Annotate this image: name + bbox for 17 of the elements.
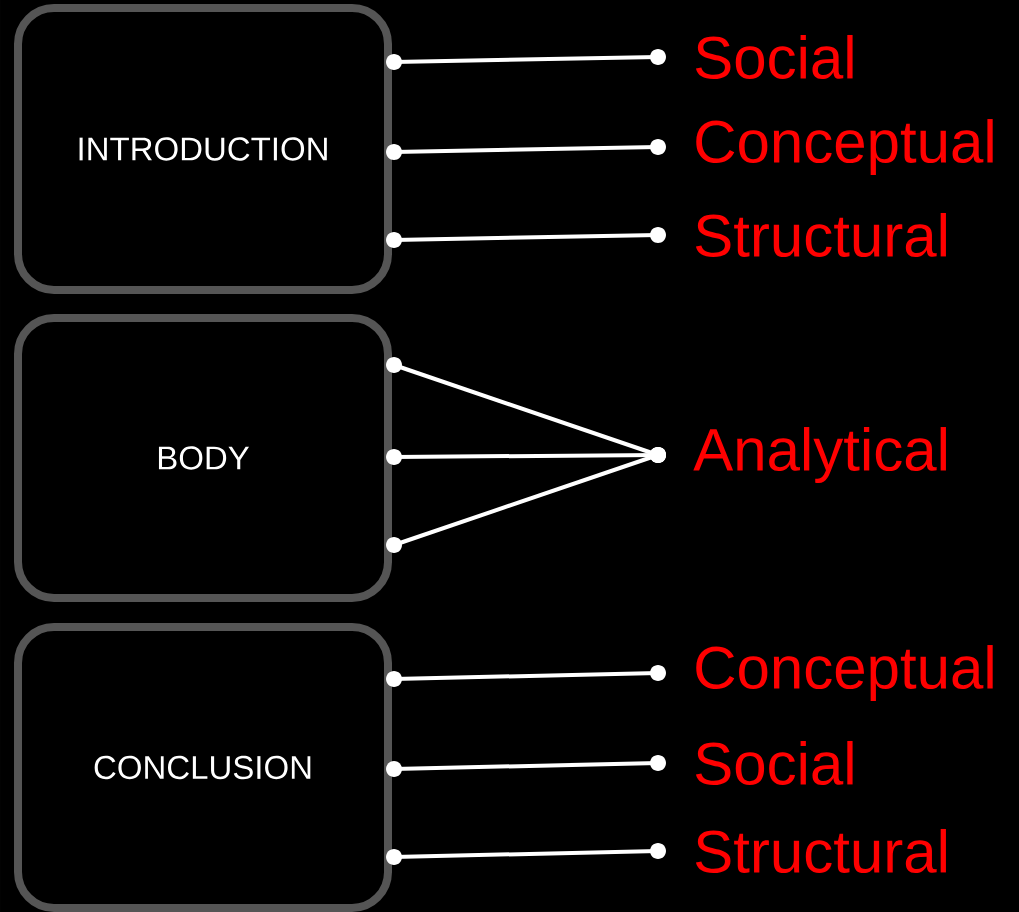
category-label: Structural xyxy=(695,212,946,257)
category-label: Structural xyxy=(695,828,946,873)
category-label: Social xyxy=(695,740,853,785)
connector-line xyxy=(386,843,666,865)
connector-line xyxy=(386,49,666,70)
connector-line xyxy=(386,755,666,777)
category-label: Conceptual xyxy=(696,119,993,175)
category-label: Analytical xyxy=(693,427,946,483)
section-box: CONCLUSION xyxy=(14,623,392,912)
category-label: Social xyxy=(695,34,853,79)
section-box: BODY xyxy=(14,314,392,602)
connector-line xyxy=(386,665,666,687)
category-label: Conceptual xyxy=(696,645,993,701)
connector-line xyxy=(386,227,666,248)
connector-line xyxy=(386,447,666,553)
section-box: INTRODUCTION xyxy=(14,4,392,294)
connector-line xyxy=(386,139,666,160)
